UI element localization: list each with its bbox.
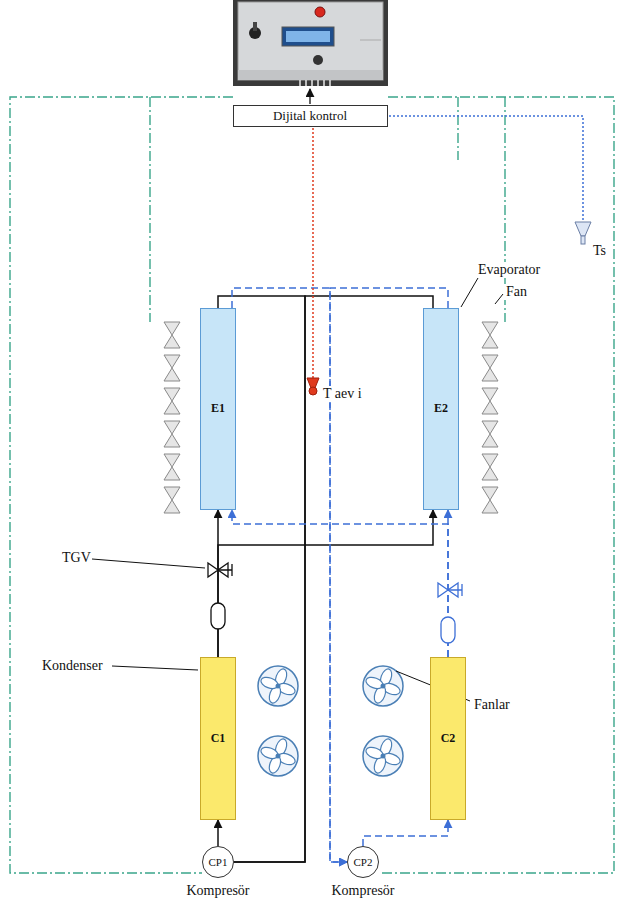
refrigerant-pipe bbox=[363, 820, 448, 846]
fan-symbol bbox=[164, 388, 180, 414]
sensor-wire bbox=[389, 116, 583, 222]
sensor-wire bbox=[312, 128, 314, 378]
control-panel-photo bbox=[233, 0, 388, 86]
compressor-circle: CP1 bbox=[202, 846, 234, 878]
node-caption: Kompresör bbox=[330, 883, 397, 899]
fan-symbol bbox=[164, 454, 180, 480]
fan-symbol bbox=[363, 666, 403, 706]
refrigerant-pipe bbox=[234, 296, 433, 862]
refrigerant-pipe bbox=[232, 510, 448, 657]
part-name: TGV bbox=[60, 550, 93, 566]
fan-symbol bbox=[258, 736, 298, 776]
compressor: CP1Kompresör bbox=[185, 846, 252, 899]
sensor-name: Ts bbox=[591, 243, 608, 259]
condenser-fan bbox=[258, 666, 403, 776]
leader-line bbox=[92, 278, 503, 701]
compressor-circle: CP2 bbox=[347, 846, 379, 878]
fan-symbol bbox=[482, 454, 498, 480]
fan-symbol bbox=[258, 666, 298, 706]
node-text: Dijital kontrol bbox=[273, 109, 347, 124]
fan-symbol bbox=[482, 322, 498, 348]
fan-symbol bbox=[164, 421, 180, 447]
evaporator-box: E1 bbox=[200, 308, 236, 510]
fan-symbol bbox=[164, 487, 180, 513]
part-name: Evaporator bbox=[476, 262, 542, 278]
node-text: C1 bbox=[211, 732, 226, 746]
part-name: Fanlar bbox=[472, 697, 512, 713]
receiver bbox=[441, 617, 455, 643]
node-text: E1 bbox=[211, 402, 225, 416]
control-box: Dijital kontrol bbox=[233, 105, 388, 127]
condenser-box: C1 bbox=[200, 657, 236, 820]
evaporator-box: E2 bbox=[423, 308, 459, 510]
fan-symbol bbox=[164, 355, 180, 381]
fan-symbol bbox=[482, 388, 498, 414]
refrigerant-pipe bbox=[218, 510, 433, 657]
control-arrow bbox=[309, 89, 310, 104]
condenser-box: C2 bbox=[430, 657, 466, 820]
node-text: CP1 bbox=[209, 856, 228, 869]
fan-symbol bbox=[363, 736, 403, 776]
sensor-name: T aev i bbox=[321, 386, 364, 402]
fan-symbol bbox=[482, 421, 498, 447]
node-text: E2 bbox=[434, 402, 448, 416]
expansion-valve bbox=[438, 583, 462, 597]
temperature-sensor bbox=[307, 378, 319, 395]
control-wiring bbox=[10, 97, 614, 873]
fan-symbol bbox=[482, 487, 498, 513]
receiver bbox=[211, 603, 225, 629]
ambient-sensor bbox=[575, 222, 591, 244]
expansion-valve bbox=[208, 563, 232, 577]
node-text: C2 bbox=[441, 732, 456, 746]
fan-symbol bbox=[482, 355, 498, 381]
node-text: CP2 bbox=[354, 856, 373, 869]
part-name: Fan bbox=[504, 284, 529, 300]
part-name: Kondenser bbox=[40, 658, 105, 674]
fan-symbol bbox=[164, 322, 180, 348]
compressor: CP2Kompresör bbox=[330, 846, 397, 899]
node-caption: Kompresör bbox=[185, 883, 252, 899]
refrigerant-pipe bbox=[217, 820, 219, 846]
